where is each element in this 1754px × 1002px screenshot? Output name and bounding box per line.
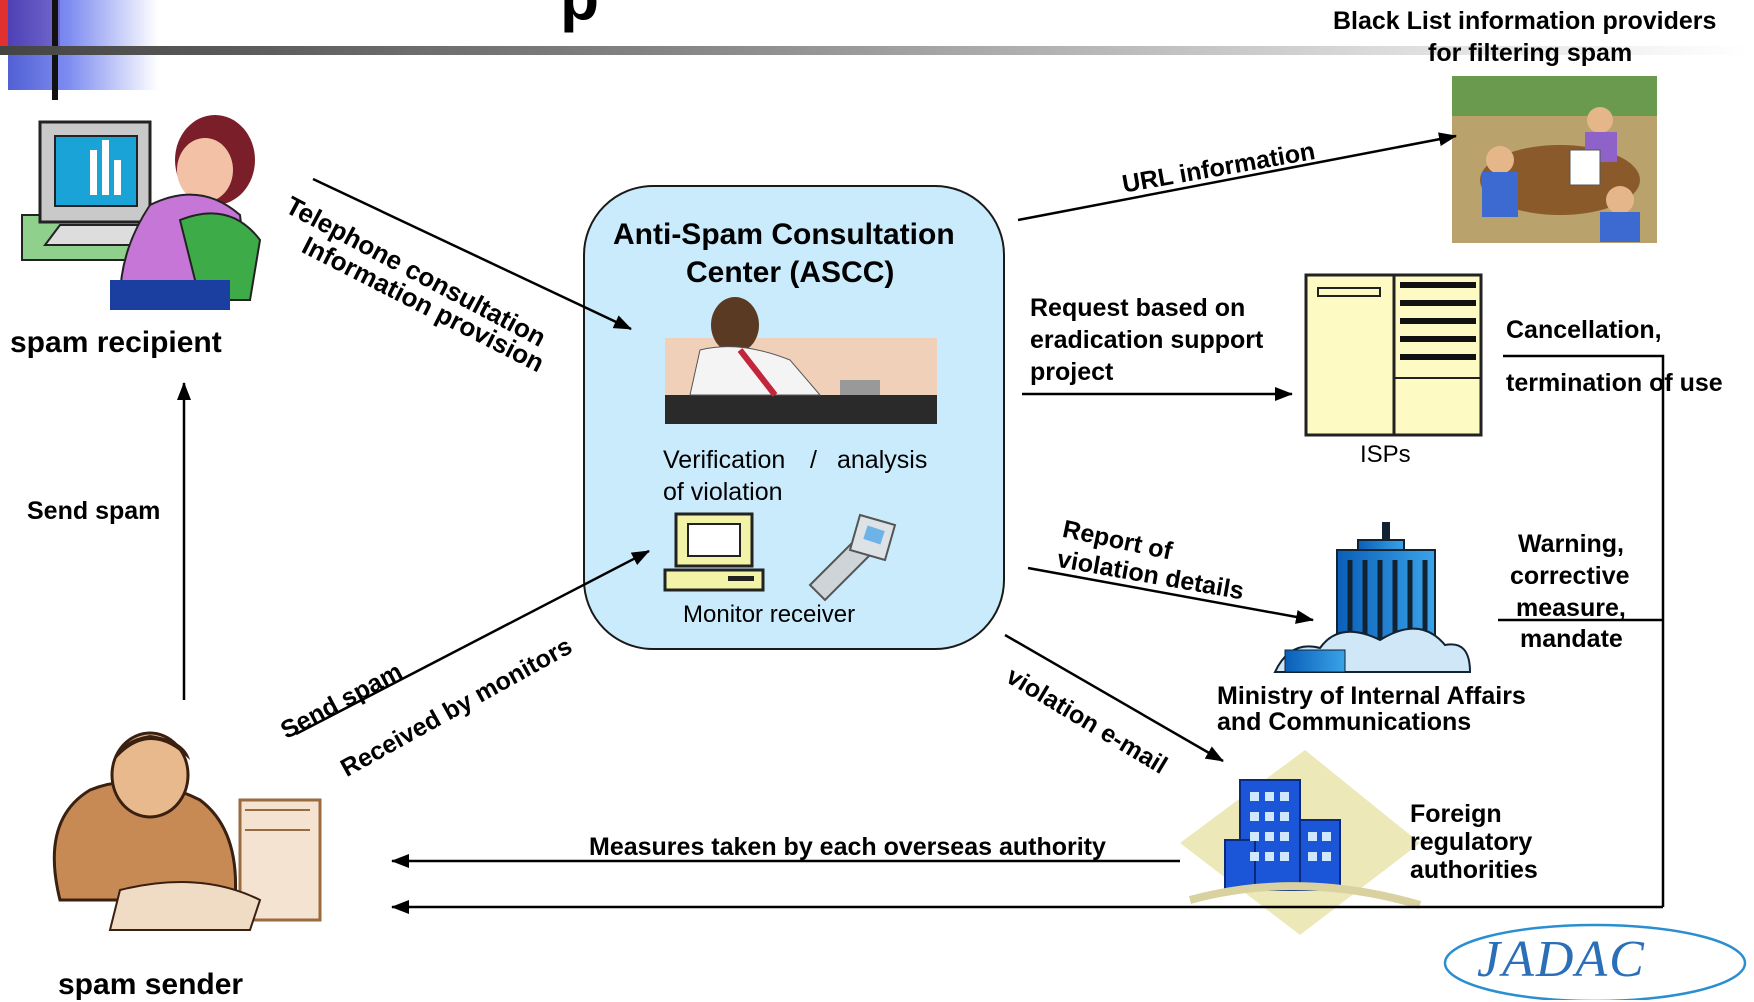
blacklist-meeting-image [1452,76,1657,243]
header-title-fragment: p [560,0,599,34]
line-cancellation-connector [1503,354,1665,907]
foreign-line1: Foreign [1410,800,1502,828]
isp-server-illustration [1304,273,1483,437]
arrow-violation-email [1004,633,1224,763]
verify-line2: of violation [663,478,783,506]
ministry-building-illustration [1273,522,1472,673]
request-line2: eradication support [1030,326,1264,354]
monitor-computer-icon [663,512,765,592]
request-line1: Request based on [1030,294,1246,322]
send-spam-vertical-label: Send spam [27,497,161,525]
spam-sender-illustration [52,731,322,931]
verify-slash: / [810,446,817,474]
foreign-line3: authorities [1410,856,1538,884]
spam-recipient-label: spam recipient [10,326,222,359]
verify-word-a: Verification [663,446,786,474]
arrow-url-information [1017,132,1457,222]
mobile-phone-icon [808,513,897,602]
cancellation-line2: termination of use [1506,369,1723,397]
warning-line4: mandate [1520,625,1623,653]
header-rule [0,46,1750,55]
ministry-line1: Ministry of Internal Affairs [1217,682,1526,710]
operator-photo [665,297,937,424]
warning-line1: Warning, [1518,530,1625,558]
blacklist-title-line1: Black List information providers [1333,7,1717,35]
arrow-group [177,132,1665,914]
ascc-title-line2: Center (ASCC) [686,256,895,289]
jadac-logo [1443,923,1747,1000]
cancellation-line1: Cancellation, [1506,316,1662,344]
blacklist-title-line2: for filtering spam [1428,39,1633,67]
spam-recipient-illustration [21,115,262,310]
spam-sender-label: spam sender [58,968,244,1001]
verify-word-c: analysis [837,446,928,474]
ascc-title-line1: Anti-Spam Consultation [613,218,955,251]
arrow-telephone-consultation [312,177,632,331]
arrow-received-by-monitors [295,549,650,736]
measures-label: Measures taken by each overseas authorit… [589,833,1106,861]
request-line3: project [1030,358,1114,386]
arrow-report-ministry [1027,566,1314,624]
isp-label: ISPs [1360,441,1411,468]
warning-line2: corrective [1510,562,1630,590]
foreign-line2: regulatory [1410,828,1533,856]
foreign-building-illustration [1180,750,1422,935]
monitor-receiver-label: Monitor receiver [683,601,856,628]
ministry-line2: and Communications [1217,708,1472,736]
warning-line3: measure, [1516,594,1626,622]
jadac-logo-text: JADAC [1477,931,1646,988]
